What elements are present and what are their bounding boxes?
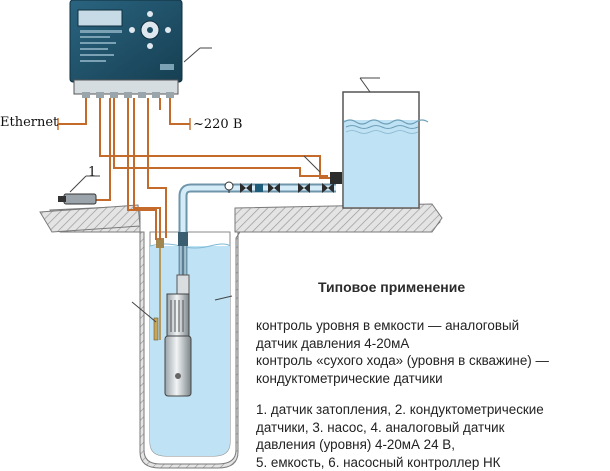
tank [343,78,428,208]
description-paragraph-1: контроль уровня в емкости — аналоговый д… [256,317,549,387]
description-heading: Типовое применение [318,279,465,295]
description-line: давления (уровня) 4-20мА 24 В, [256,436,544,454]
description-line: контроль уровня в емкости — аналоговый [256,317,549,335]
ethernet-label: Ethernet [0,115,58,130]
tank-pressure-sensor [304,156,342,184]
description-line: датчики, 3. насос, 4. аналоговый датчик [256,419,544,437]
controller-display [78,10,122,26]
flood-sensor [58,176,100,204]
pump-controller [70,0,212,98]
sensor-number-label: 1 [88,165,96,180]
power-label: ~220 В [193,117,242,132]
description-line: 5. емкость, 6. насосный контроллер НК [256,454,544,471]
description-line: датчик давления 4-20мА [256,335,549,353]
description-line: 1. датчик затопления, 2. кондуктометриче… [256,401,544,419]
description-paragraph-2: 1. датчик затопления, 2. кондуктометриче… [256,401,544,471]
description-line: контроль «сухого хода» (уровня в скважин… [256,352,549,370]
description-line: кондуктометрические датчики [256,370,549,388]
